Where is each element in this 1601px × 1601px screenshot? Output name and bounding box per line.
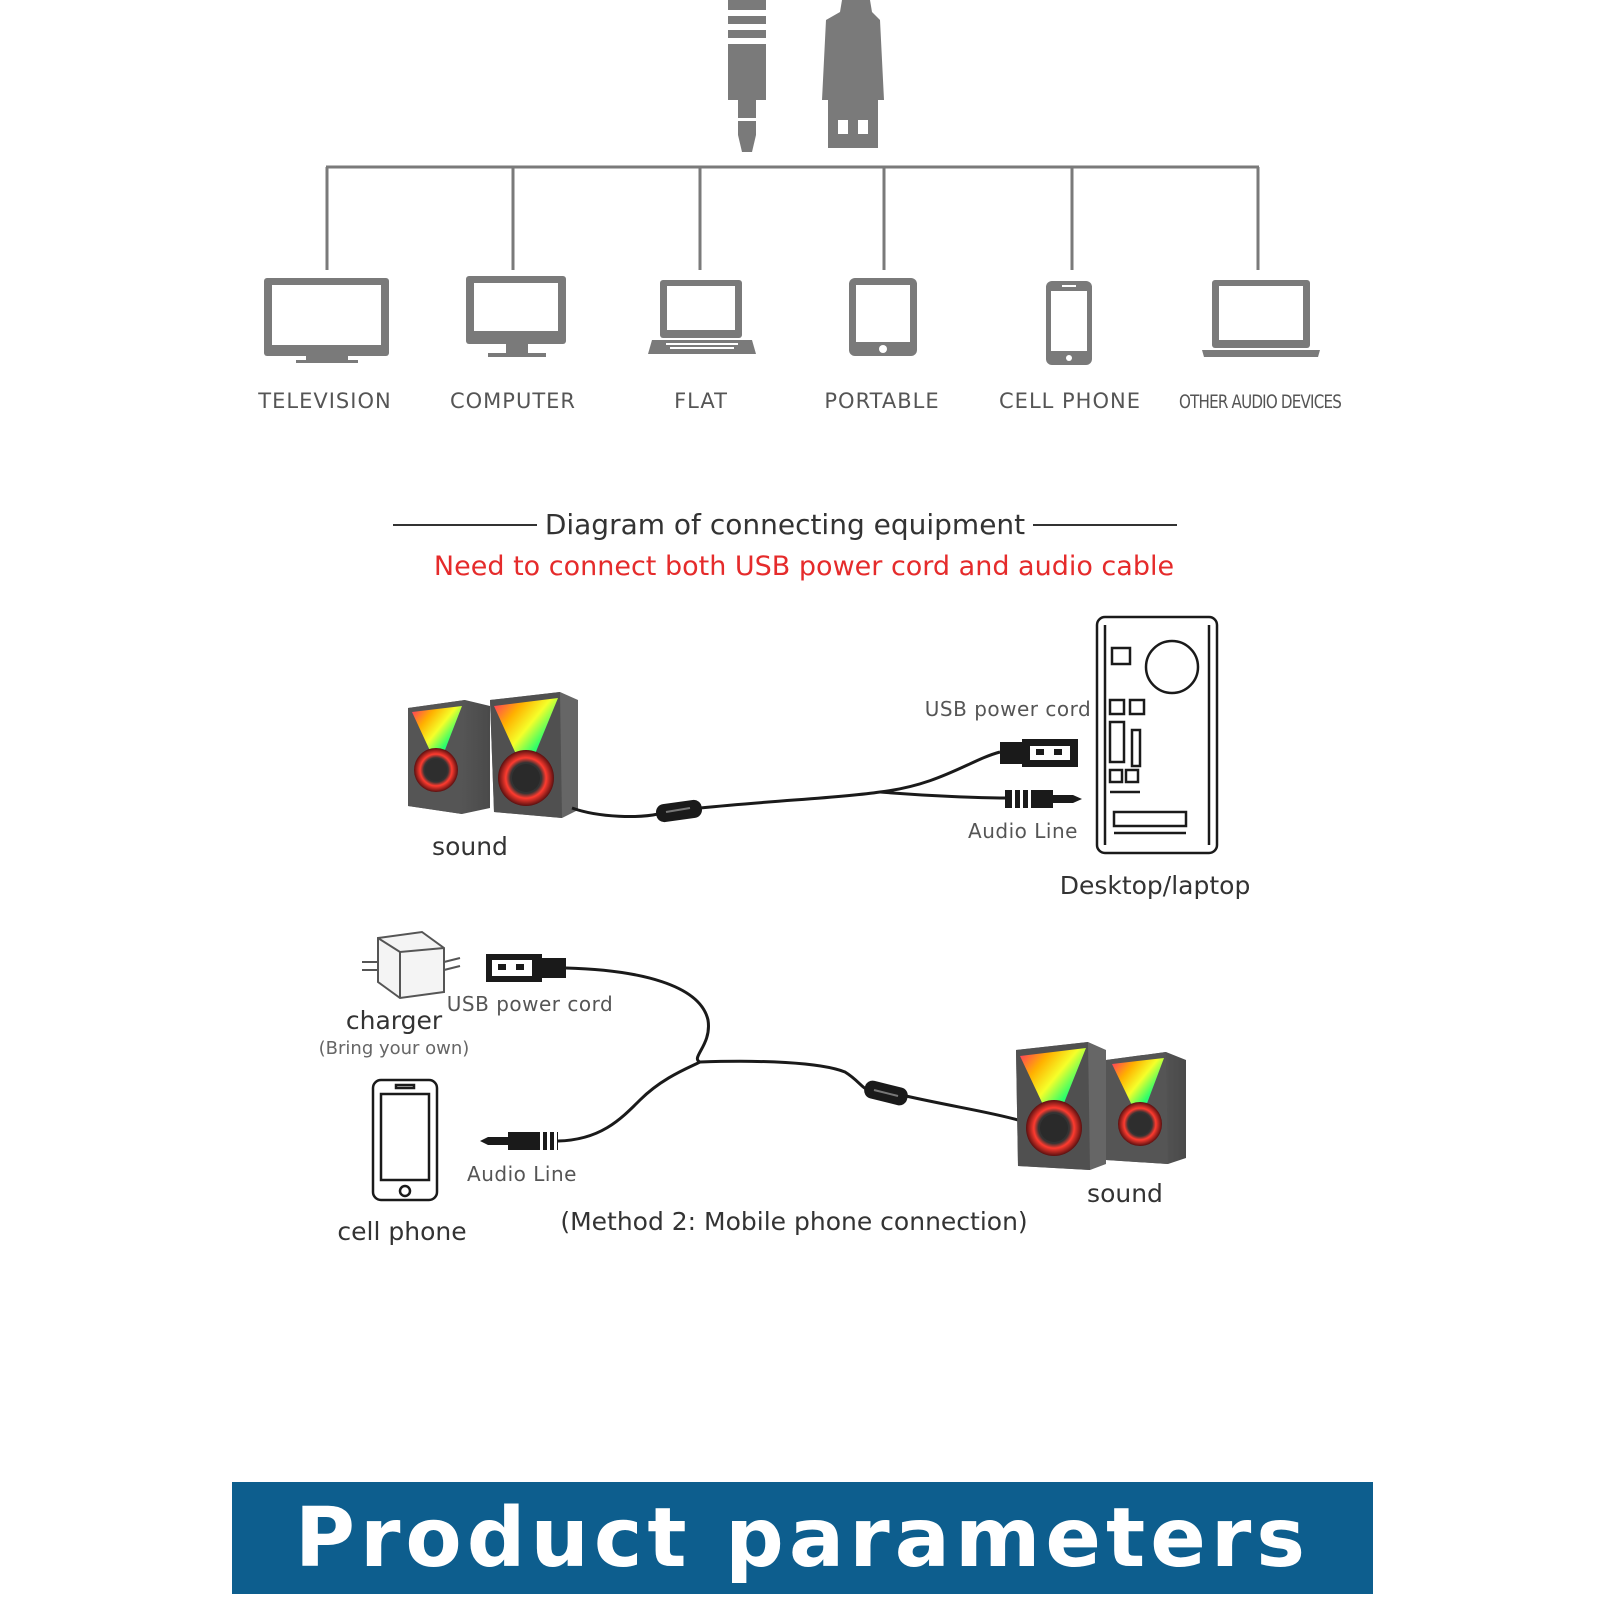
cable-method2 [557,966,1019,1143]
speaker-pair-icon [1016,1042,1186,1170]
speaker-label-2: sound [1087,1179,1163,1208]
laptop-icon [648,280,756,354]
warning-text: Need to connect both USB power cord and … [434,551,1174,582]
device-label-computer: COMPUTER [450,389,576,413]
charger-note: (Bring your own) [319,1038,470,1059]
audio-jack-icon [728,0,766,152]
usb-plug-icon [822,0,884,148]
television-icon [264,278,389,363]
usb-label-2: USB power cord [447,992,613,1016]
phone-icon [1046,281,1092,365]
tablet-icon [849,278,917,356]
desktop-tower-icon [1095,615,1219,855]
inline-volume-switch-icon [656,799,702,823]
usb-plug-icon [486,954,566,982]
connection-tree [325,165,1260,270]
charger-icon [362,930,461,1000]
audio-jack-icon [480,1132,558,1150]
computer-monitor-icon [466,276,566,357]
diagram-title: Diagram of connecting equipment [545,508,1025,541]
method2-caption: (Method 2: Mobile phone connection) [560,1207,1027,1236]
audio-label-2: Audio Line [467,1162,577,1186]
usb-label-1: USB power cord [925,697,1091,721]
usb-plug-icon [1000,739,1078,767]
phone-icon [371,1078,439,1202]
device-label-cell-phone: CELL PHONE [999,389,1141,413]
device-label-other-audio: OTHER AUDIO DEVICES [1179,391,1341,413]
banner-title: Product parameters [294,1490,1311,1586]
audio-label-1: Audio Line [968,819,1078,843]
inline-volume-switch-icon [864,1080,908,1106]
phone-label: cell phone [337,1217,466,1246]
device-label-portable: PORTABLE [824,389,939,413]
computer-label: Desktop/laptop [1060,871,1251,900]
laptop-icon [1202,280,1320,357]
cable-method1 [571,750,1006,818]
audio-jack-icon [1005,790,1082,808]
speaker-label-1: sound [432,832,508,861]
charger-label: charger [346,1006,443,1035]
product-parameters-banner: Product parameters [232,1482,1373,1594]
device-label-flat: FLAT [674,389,728,413]
device-label-television: TELEVISION [257,389,391,413]
speaker-pair-icon [408,692,578,818]
